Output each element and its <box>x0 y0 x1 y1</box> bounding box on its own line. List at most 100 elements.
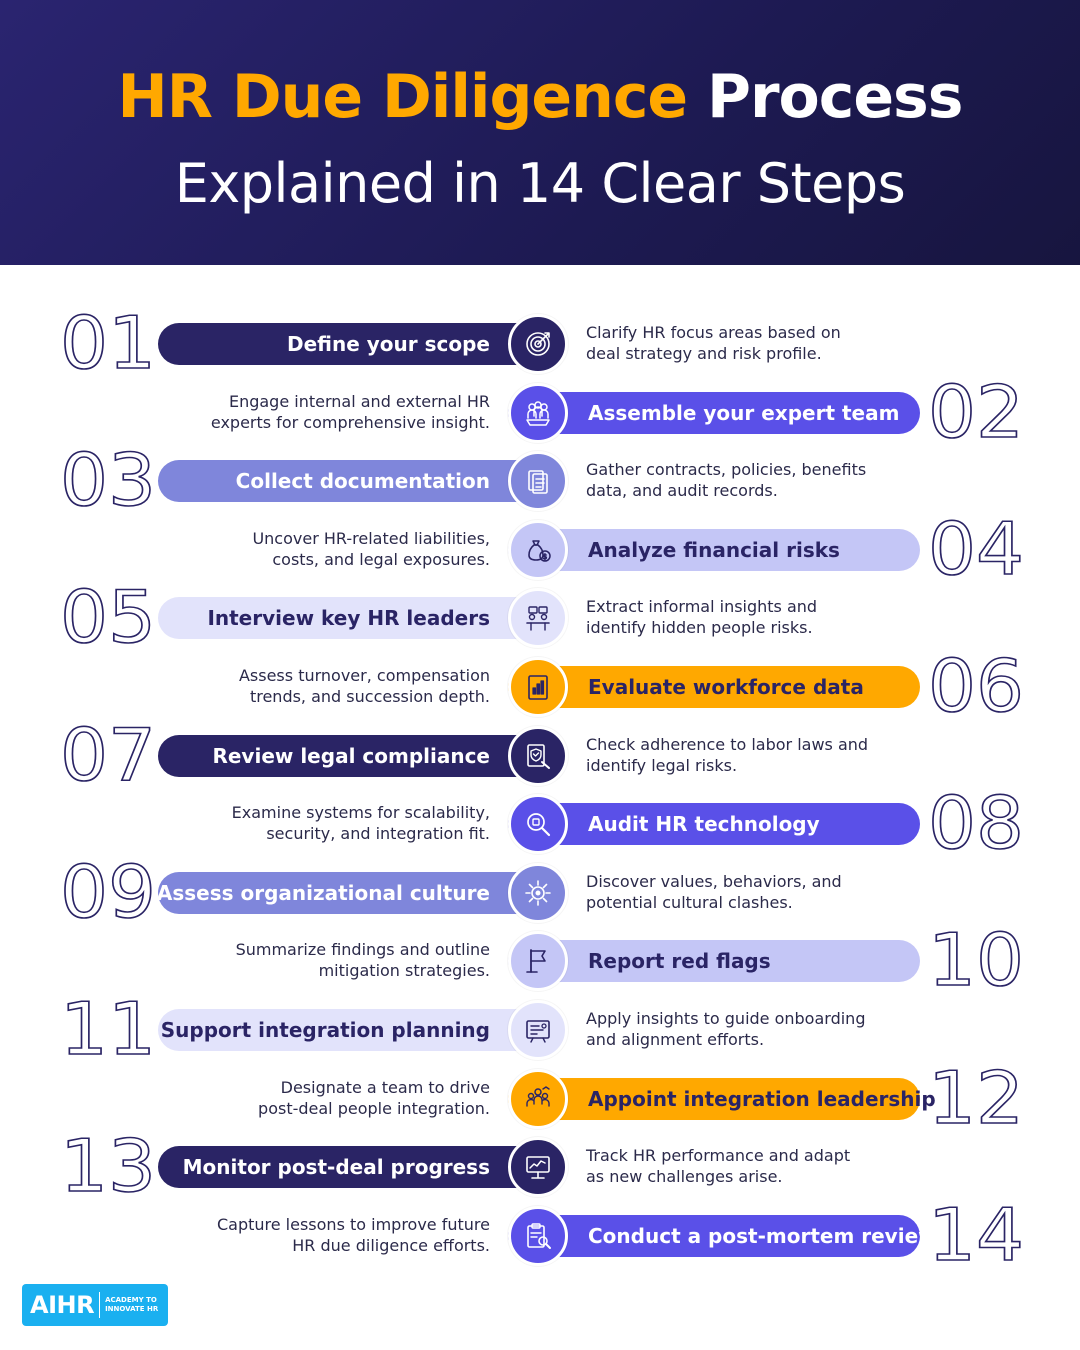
step-description-line: post-deal people integration. <box>258 1098 490 1118</box>
step-title: Assemble your expert team <box>588 400 900 425</box>
step-title: Collect documentation <box>235 469 490 494</box>
page-subtitle: Explained in 14 Clear Steps <box>174 152 906 215</box>
step-row: 03 Collect documentation Gather contracts,… <box>0 437 1080 523</box>
step-number: 03 <box>58 437 168 523</box>
step-description: Clarify HR focus areas based on deal stra… <box>586 322 841 364</box>
step-description-line: Designate a team to drive <box>280 1077 490 1097</box>
step-icon-circle <box>508 451 568 512</box>
step-number-text: 01 <box>60 301 156 385</box>
tech-search-icon <box>527 813 551 837</box>
step-title-pill: Assemble your expert team <box>508 391 920 434</box>
step-title-pill: Review legal compliance <box>158 734 548 777</box>
step-number-text: 13 <box>60 1124 156 1208</box>
step-description-line: Summarize findings and outline <box>235 940 490 960</box>
step-description-line: Capture lessons to improve future <box>216 1214 490 1234</box>
step-description-line: Track HR performance and adapt <box>586 1146 851 1166</box>
step-number-text: 06 <box>928 644 1024 728</box>
step-description-line: and alignment efforts. <box>586 1030 765 1049</box>
step-number: 10 <box>926 918 1036 1004</box>
flag-icon <box>526 949 546 974</box>
step-row: 08 Audit HR technology Examine systems for… <box>0 780 1080 866</box>
step-title: Interview key HR leaders <box>207 606 490 631</box>
step-description-line: Uncover HR-related liabilities, <box>252 528 490 548</box>
header-banner: HR Due Diligence Process Explained in 14… <box>0 0 1080 265</box>
step-description-line: data, and audit records. <box>586 481 778 501</box>
interview-icon <box>526 606 550 632</box>
step-description-line: Gather contracts, policies, benefits <box>586 460 867 480</box>
step-number-text: 05 <box>60 575 156 659</box>
logo-tagline-line1: ACADEMY TO <box>105 1296 157 1304</box>
step-description-line: Apply insights to guide onboarding <box>586 1009 866 1028</box>
step-number-text: 12 <box>928 1056 1024 1140</box>
step-number-text: 14 <box>928 1193 1024 1277</box>
step-icon-circle <box>508 725 568 786</box>
step-description-line: Check adherence to labor laws and <box>586 734 869 754</box>
step-title: Assess organizational culture <box>156 880 490 905</box>
step-description-line: costs, and legal exposures. <box>272 549 490 569</box>
documents-icon <box>528 470 548 494</box>
compliance-icon <box>527 743 550 769</box>
step-number-text: 11 <box>60 987 156 1071</box>
step-title-pill: Define your scope <box>158 323 548 365</box>
step-number-text: 10 <box>928 918 1024 1002</box>
logo-tagline-line2: INNOVATE HR <box>105 1305 159 1313</box>
step-icon-circle <box>508 588 568 649</box>
step-icon-circle <box>508 314 568 374</box>
logo-wordmark: AIHR <box>22 1292 101 1318</box>
step-title: Audit HR technology <box>588 812 820 837</box>
step-description-line: identify hidden people risks. <box>586 618 813 638</box>
step-title: Report red flags <box>588 949 771 974</box>
step-description-line: identify legal risks. <box>586 755 738 775</box>
leadership-icon <box>526 1085 550 1107</box>
step-description-line: deal strategy and risk profile. <box>586 344 822 363</box>
step-icon-circle <box>508 1068 568 1129</box>
step-number: 14 <box>926 1192 1036 1278</box>
step-description-line: security, and integration fit. <box>266 824 490 844</box>
step-number-text: 04 <box>928 507 1024 591</box>
step-title-pill: Assess organizational culture <box>156 871 548 914</box>
step-number: 13 <box>58 1123 168 1209</box>
step-number: 08 <box>926 780 1036 866</box>
step-title-pill: Audit HR technology <box>508 803 920 846</box>
step-icon-circle <box>508 1137 568 1198</box>
step-number-text: 02 <box>928 370 1024 454</box>
report-chart-icon <box>528 675 548 700</box>
step-description-line: Engage internal and external HR <box>228 391 490 411</box>
step-icon-circle <box>508 657 568 717</box>
step-number: 02 <box>926 369 1036 455</box>
step-number-text: 08 <box>928 781 1024 865</box>
step-number: 07 <box>58 712 168 798</box>
step-description-line: mitigation strategies. <box>318 961 490 981</box>
step-description-line: trends, and succession depth. <box>249 687 490 706</box>
step-title-pill: Interview key HR leaders <box>158 597 548 640</box>
step-description-line: HR due diligence efforts. <box>292 1235 490 1255</box>
culture-gear-icon <box>525 879 551 906</box>
step-title: Analyze financial risks <box>588 537 840 562</box>
step-row: 04 Analyze financial risks $ Uncover HR-rel… <box>0 506 1080 592</box>
logo-tagline: ACADEMY TO INNOVATE HR <box>100 1296 158 1314</box>
step-number-text: 07 <box>60 713 156 797</box>
step-title: Conduct a post-mortem review <box>588 1223 937 1248</box>
step-title-pill: Conduct a post-mortem review <box>508 1214 937 1257</box>
step-description-line: Clarify HR focus areas based on <box>586 323 841 342</box>
step-icon-circle <box>508 1000 568 1060</box>
step-icon-circle: $ <box>508 519 568 580</box>
page-title: HR Due Diligence Process <box>0 62 1080 132</box>
step-number: 09 <box>58 849 168 935</box>
step-icon-circle <box>508 862 568 923</box>
step-title-pill: Report red flags <box>508 940 920 983</box>
step-description: Uncover HR-related liabilities,costs, an… <box>252 528 490 570</box>
step-description-line: potential cultural clashes. <box>586 892 793 912</box>
step-description-line: Examine systems for scalability, <box>231 803 490 823</box>
